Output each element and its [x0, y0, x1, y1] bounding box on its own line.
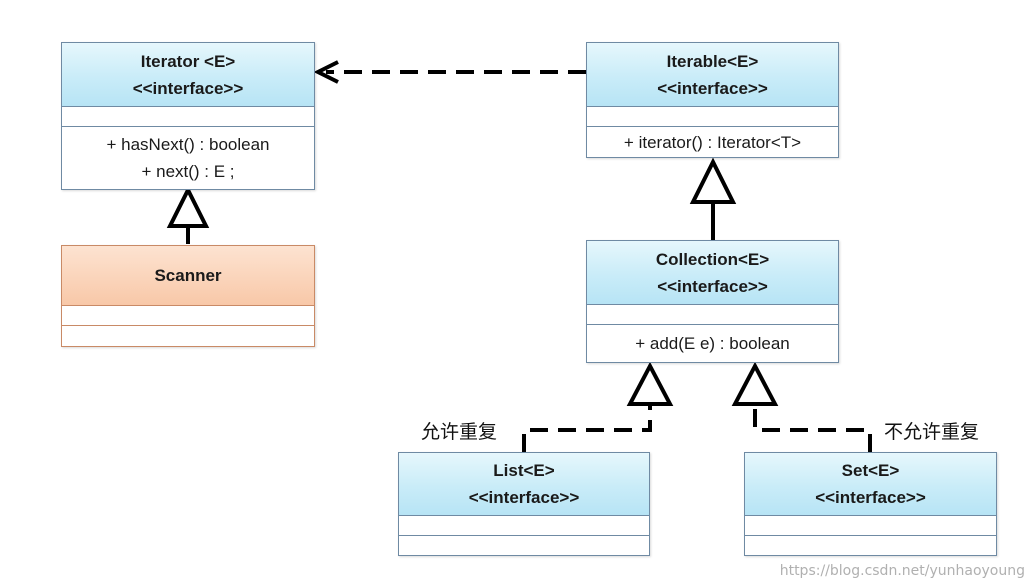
- iterable-attributes: [587, 107, 838, 127]
- collection-method: + add(E e) : boolean: [635, 334, 790, 353]
- collection-name: Collection<E>: [655, 249, 770, 269]
- iterable-method: + iterator() : Iterator<T>: [623, 132, 802, 152]
- list-attributes: [399, 516, 649, 536]
- iterator-method: + hasNext() : boolean: [106, 135, 270, 154]
- set-arrowhead: [731, 361, 779, 406]
- iterator-method: + next() : E ;: [141, 162, 235, 181]
- collection-attributes: [587, 305, 838, 325]
- collection-stereotype: <<interface>>: [657, 276, 768, 296]
- list-stereotype: <<interface>>: [468, 488, 580, 507]
- list-header: List<E> <<interface>>: [399, 453, 649, 516]
- collection-methods: + add(E e) : boolean: [587, 325, 838, 362]
- list-to-collection-line: [522, 404, 652, 452]
- set-header: Set<E> <<interface>>: [745, 453, 996, 516]
- set-attributes: [745, 516, 996, 536]
- iterator-name: Iterator <E>: [140, 51, 236, 71]
- list-allows-duplicates-note: 允许重复: [421, 421, 498, 443]
- iterator-stereotype: <<interface>>: [132, 78, 244, 98]
- list-name: List<E>: [493, 461, 555, 480]
- scanner-attributes: [62, 306, 314, 326]
- set-methods: [745, 536, 996, 555]
- set-to-collection-line: [753, 404, 872, 452]
- list-methods: [399, 536, 649, 555]
- iterable-header: Iterable<E> <<interface>>: [587, 43, 838, 107]
- scanner-header: Scanner: [62, 246, 314, 306]
- scanner-class-box: Scanner: [61, 245, 315, 347]
- set-name: Set<E>: [841, 461, 900, 480]
- iterable-methods: + iterator() : Iterator<T>: [587, 127, 838, 157]
- iterable-interface-box: Iterable<E> <<interface>> + iterator() :…: [586, 42, 839, 158]
- iterator-attributes: [62, 107, 314, 127]
- list-arrowhead: [626, 361, 674, 406]
- watermark: https://blog.csdn.net/yunhaoyoung: [779, 563, 1025, 579]
- iterable-name: Iterable<E>: [666, 51, 759, 71]
- scanner-methods: [62, 326, 314, 346]
- scanner-realization-arrowhead: [166, 185, 210, 228]
- dependency-arrowhead: [313, 60, 339, 84]
- set-no-duplicates-note: 不允许重复: [884, 421, 980, 443]
- collection-generalization-arrowhead: [689, 157, 737, 204]
- set-stereotype: <<interface>>: [815, 488, 926, 507]
- list-interface-box: List<E> <<interface>>: [398, 452, 650, 556]
- iterable-stereotype: <<interface>>: [657, 78, 768, 98]
- collection-interface-box: Collection<E> <<interface>> + add(E e) :…: [586, 240, 839, 363]
- iterator-methods: + hasNext() : boolean + next() : E ;: [62, 127, 314, 189]
- collection-header: Collection<E> <<interface>>: [587, 241, 838, 305]
- scanner-name: Scanner: [154, 266, 222, 285]
- iterator-header: Iterator <E> <<interface>>: [62, 43, 314, 107]
- iterator-interface-box: Iterator <E> <<interface>> + hasNext() :…: [61, 42, 315, 190]
- set-interface-box: Set<E> <<interface>>: [744, 452, 997, 556]
